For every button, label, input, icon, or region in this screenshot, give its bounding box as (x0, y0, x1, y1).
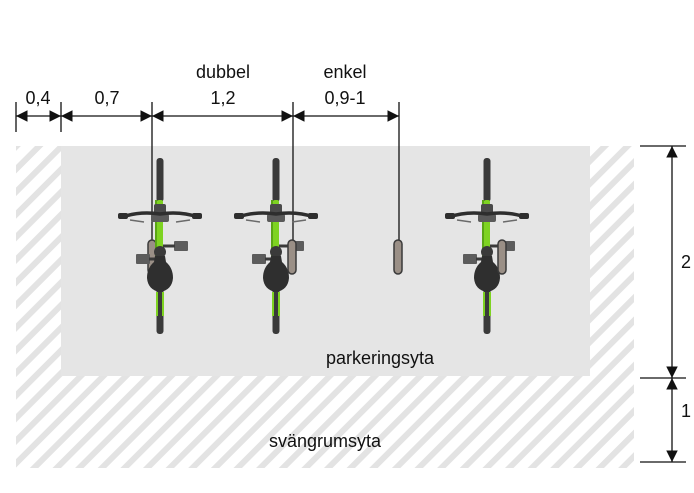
dimension-label-double: 1,2 (210, 88, 235, 108)
parking-area-label: parkeringsyta (326, 348, 435, 368)
dimension-heading-double: dubbel (196, 62, 250, 82)
dimension-label-parking-depth: 2 (681, 252, 691, 272)
dimension-label-turning-depth: 1 (681, 401, 691, 421)
dimension-heading-single: enkel (323, 62, 366, 82)
top-extension-lines (15, 102, 400, 258)
rack-stand (393, 239, 403, 275)
dimension-label-aisle: 0,7 (94, 88, 119, 108)
right-dimension-lines (640, 145, 686, 463)
dimension-label-single: 0,9-1 (324, 88, 365, 108)
dimension-label-edge: 0,4 (25, 88, 50, 108)
turning-area-label: svängrumsyta (269, 431, 382, 451)
